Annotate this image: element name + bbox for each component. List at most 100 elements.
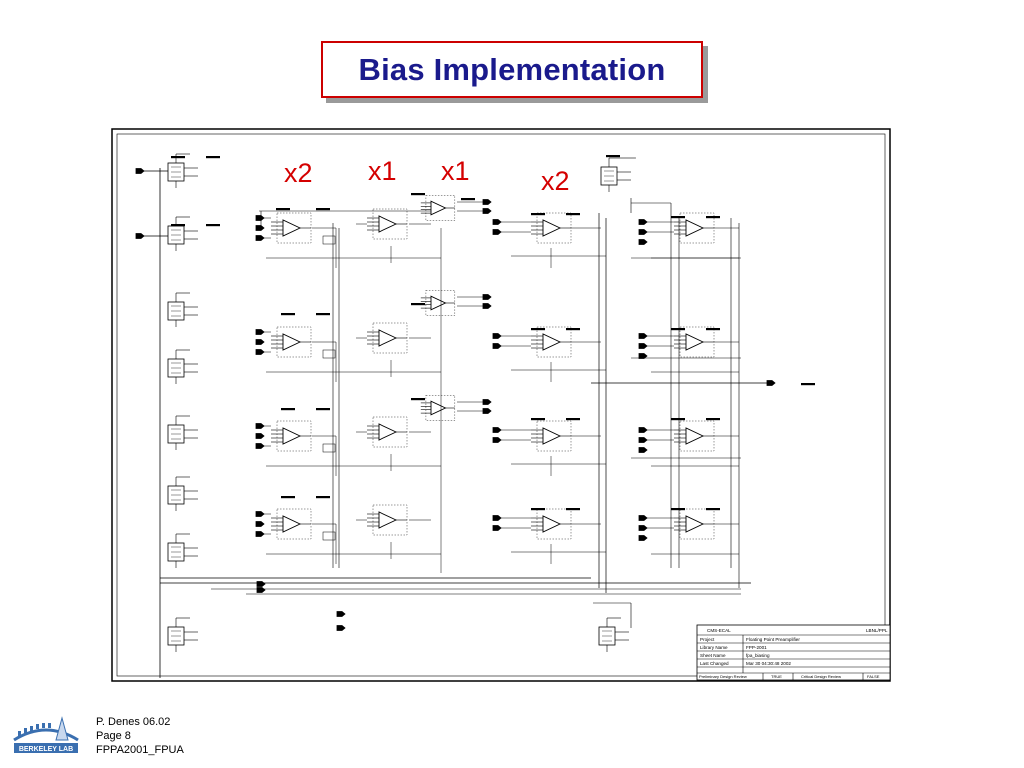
schematic-pin [482, 294, 492, 300]
schematic-pin [492, 437, 502, 443]
slide-footer: P. Denes 06.02 Page 8 FPPA2001_FPUA [96, 715, 184, 757]
schematic-pin [256, 587, 266, 593]
schematic-pin [638, 229, 648, 235]
schematic-pin [638, 447, 648, 453]
schematic-label-mark [566, 418, 580, 421]
schematic-label-mark [531, 508, 545, 511]
schematic-label-mark [171, 156, 185, 159]
title-block-label: Project [700, 637, 715, 642]
schematic-amplifier [542, 219, 562, 237]
schematic-pin [255, 349, 265, 355]
schematic-pin [255, 235, 265, 241]
logo-text: BERKELEY LAB [19, 746, 73, 753]
schematic-label-mark [671, 418, 685, 421]
schematic-label-mark [316, 208, 330, 211]
schematic-label-mark [671, 328, 685, 331]
schematic-cell-outline [276, 508, 312, 540]
schematic-pin [638, 239, 648, 245]
schematic-pin [638, 219, 648, 225]
schematic-pin [492, 219, 502, 225]
schematic-amplifier [282, 219, 302, 237]
schematic-pin [638, 427, 648, 433]
schematic-pin [255, 511, 265, 517]
title-block-value: FPP-2001 [746, 645, 767, 650]
multiplier-label: x2 [541, 166, 570, 196]
schematic-cell-outline [372, 416, 408, 448]
schematic-label-mark [671, 508, 685, 511]
schematic-cell-outline [372, 208, 408, 240]
schematic-pin [638, 333, 648, 339]
schematic-cell-outline [372, 504, 408, 536]
schematic-label-mark [531, 418, 545, 421]
schematic-cell-outline [425, 290, 455, 316]
schematic-label-mark [276, 208, 290, 211]
schematic-pin [638, 535, 648, 541]
schematic-label-mark [206, 224, 220, 227]
schematic-label-mark [206, 156, 220, 159]
schematic-label-mark [606, 155, 620, 158]
schematic-label-mark [171, 224, 185, 227]
schematic-pin [638, 437, 648, 443]
schematic-label-mark [411, 193, 425, 196]
schematic-amplifier [685, 515, 705, 533]
title-block-review: FALSE [867, 674, 880, 679]
slide-title-box: Bias Implementation [321, 41, 703, 98]
schematic-pin [255, 433, 265, 439]
schematic-label-mark [281, 408, 295, 411]
schematic-pin [492, 525, 502, 531]
schematic-pin [492, 229, 502, 235]
schematic-pin [482, 399, 492, 405]
schematic-pin [482, 303, 492, 309]
schematic-drawing: CMS-ECAL LBNL/PPL Project Floating Point… [111, 128, 891, 682]
schematic-label-mark [281, 496, 295, 499]
schematic-amplifier [430, 400, 447, 416]
schematic-pin [482, 199, 492, 205]
schematic-pin [256, 581, 266, 587]
schematic-pin [492, 333, 502, 339]
schematic-pin [638, 525, 648, 531]
title-block-header-left: CMS-ECAL [707, 628, 731, 633]
schematic-pin [255, 329, 265, 335]
footer-page: Page 8 [96, 730, 131, 742]
schematic-label-mark [316, 408, 330, 411]
schematic-label-mark [316, 313, 330, 316]
schematic-pin [492, 427, 502, 433]
schematic-amplifier [282, 333, 302, 351]
schematic-amplifier [542, 427, 562, 445]
slide-title: Bias Implementation [358, 51, 666, 87]
schematic-pin [255, 225, 265, 231]
schematic-amplifier [685, 333, 705, 351]
schematic-label-mark [566, 508, 580, 511]
schematic-pin [482, 208, 492, 214]
schematic-label-mark [706, 508, 720, 511]
schematic-label-mark [281, 313, 295, 316]
schematic-component [322, 349, 336, 359]
schematic-pin [255, 423, 265, 429]
berkeley-lab-logo-icon: BERKELEY LAB [13, 716, 79, 753]
schematic-label-mark [461, 198, 475, 201]
schematic-amplifier [378, 215, 398, 233]
title-block-value: Mar 30 04:30:48 2002 [746, 661, 791, 666]
footer-author: P. Denes 06.02 [96, 716, 171, 728]
schematic-amplifier [378, 511, 398, 529]
title-block-label: Library Name [700, 645, 728, 650]
schematic-amplifier [685, 219, 705, 237]
schematic-cell-outline [276, 420, 312, 452]
title-block-label: Last Changed [700, 661, 729, 666]
schematic-pin [255, 339, 265, 345]
schematic-amplifier [430, 295, 447, 311]
schematic-cell-outline [276, 326, 312, 358]
schematic-cell-outline [276, 212, 312, 244]
schematic-cell-outline [425, 395, 455, 421]
schematic-amplifier [430, 200, 447, 216]
schematic-amplifier [378, 329, 398, 347]
title-block-review: TRUE [771, 674, 782, 679]
schematic-label-mark [531, 213, 545, 216]
schematic-pin [135, 233, 145, 239]
footer-file: FPPA2001_FPUA [96, 744, 184, 756]
schematic-label-mark [316, 496, 330, 499]
schematic-label-mark [671, 216, 685, 219]
schematic-pin [492, 343, 502, 349]
schematic-label-mark [411, 398, 425, 401]
schematic-cell-outline [425, 195, 455, 221]
